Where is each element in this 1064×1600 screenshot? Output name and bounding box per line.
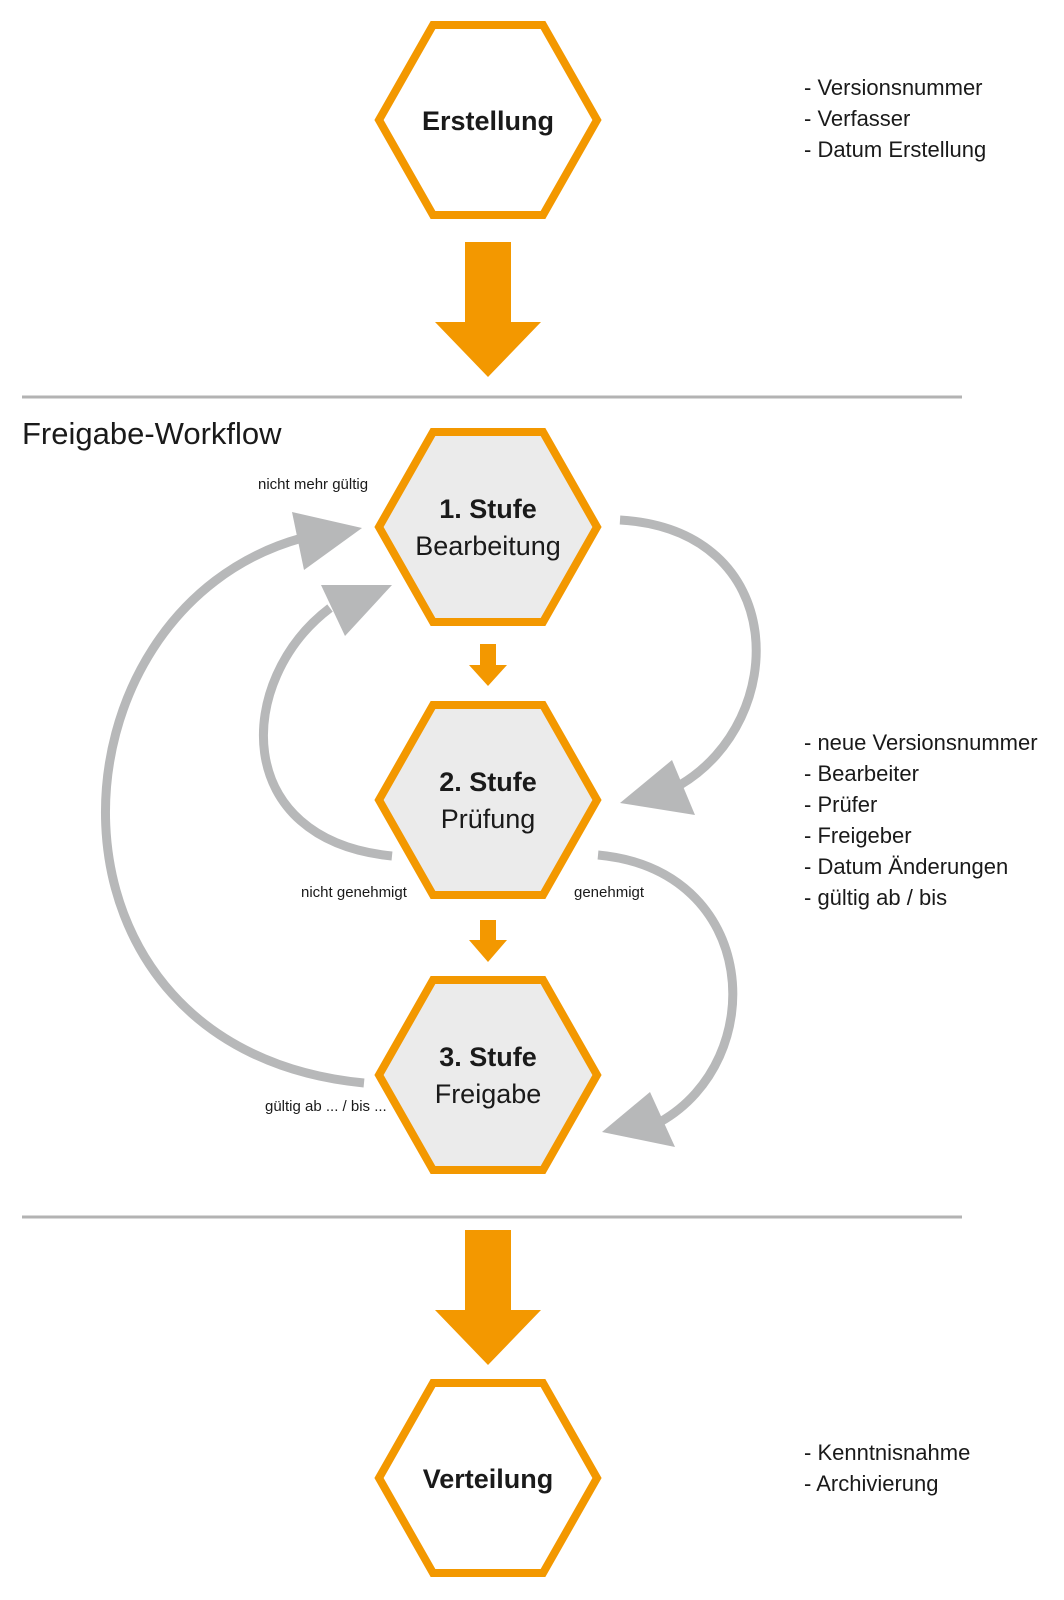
stage-3-name: Freigabe bbox=[435, 1079, 542, 1109]
node-stage-3: 3. Stufe Freigabe bbox=[374, 976, 602, 1174]
arrowhead-freigabe-right bbox=[602, 1092, 675, 1147]
notes-workflow: - neue Versionsnummer - Bearbeiter - Prü… bbox=[804, 727, 1038, 913]
arrow-bearbeitung-to-pruefung bbox=[619, 515, 761, 789]
arrow-stage1-to-stage2 bbox=[469, 644, 507, 686]
arrow-stage2-to-stage3 bbox=[469, 920, 507, 962]
arrow-pruefung-to-freigabe bbox=[597, 850, 738, 1126]
note-item: - Bearbeiter bbox=[804, 761, 919, 786]
note-item: - Versionsnummer bbox=[804, 75, 983, 100]
node-verteilung: Verteilung bbox=[374, 1379, 602, 1577]
label-nicht-mehr-gueltig: nicht mehr gültig bbox=[258, 476, 368, 493]
stage-2-name: Prüfung bbox=[441, 804, 536, 834]
notes-verteilung: - Kenntnisnahme - Archivierung bbox=[804, 1437, 970, 1499]
note-item: - Freigeber bbox=[804, 823, 912, 848]
stage-3-number: 3. Stufe bbox=[439, 1042, 537, 1072]
note-item: - Prüfer bbox=[804, 792, 878, 817]
node-erstellung: Erstellung bbox=[374, 21, 602, 219]
gray-loop-arrows bbox=[100, 515, 761, 1126]
note-item: - Datum Erstellung bbox=[804, 137, 987, 162]
notes-erstellung: - Versionsnummer - Verfasser - Datum Ers… bbox=[804, 72, 986, 165]
node-verteilung-title: Verteilung bbox=[423, 1464, 554, 1494]
node-stage-1: 1. Stufe Bearbeitung bbox=[374, 428, 602, 626]
arrowhead-bearbeitung-inner bbox=[321, 585, 392, 636]
label-gueltig-ab-bis: gültig ab ... / bis ... bbox=[265, 1098, 387, 1115]
arrow-down-to-verteilung bbox=[435, 1230, 541, 1365]
arrowhead-bearbeitung-outer bbox=[292, 512, 362, 570]
note-item: - gültig ab / bis bbox=[804, 885, 948, 910]
arrowhead-pruefung-right bbox=[620, 760, 695, 815]
stage-1-name: Bearbeitung bbox=[415, 531, 561, 561]
note-item: - Datum Änderungen bbox=[804, 854, 1009, 879]
arrow-freigabe-to-bearbeitung bbox=[100, 533, 365, 1088]
stage-2-number: 2. Stufe bbox=[439, 767, 537, 797]
note-item: - Kenntnisnahme bbox=[804, 1440, 971, 1465]
node-erstellung-title: Erstellung bbox=[422, 106, 554, 136]
arrow-pruefung-to-bearbeitung bbox=[258, 604, 393, 861]
note-item: - Verfasser bbox=[804, 106, 911, 131]
stage-1-number: 1. Stufe bbox=[439, 494, 537, 524]
label-nicht-genehmigt: nicht genehmigt bbox=[301, 884, 408, 901]
arrow-down-to-workflow bbox=[435, 242, 541, 377]
note-item: - Archivierung bbox=[804, 1471, 939, 1496]
node-stage-2: 2. Stufe Prüfung bbox=[374, 701, 602, 899]
note-item: - neue Versionsnummer bbox=[804, 730, 1038, 755]
section-title-workflow: Freigabe-Workflow bbox=[22, 416, 282, 451]
gray-arrowheads bbox=[292, 512, 695, 1147]
label-genehmigt: genehmigt bbox=[574, 884, 645, 901]
